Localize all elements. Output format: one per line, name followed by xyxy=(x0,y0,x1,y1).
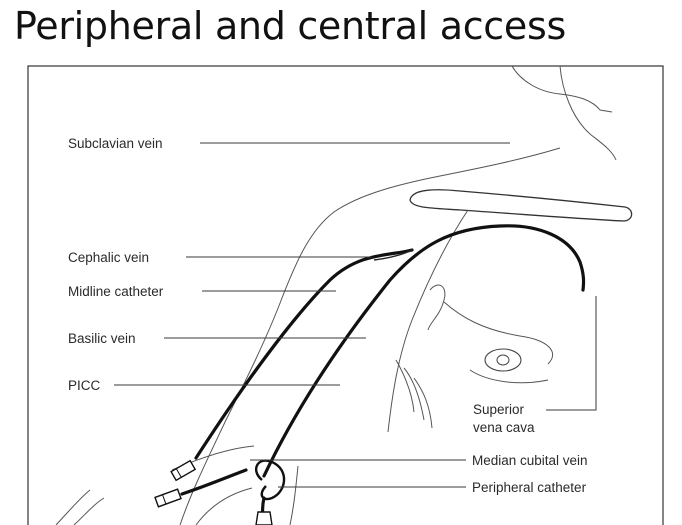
median-cubital-loop xyxy=(255,459,286,501)
label-midline-catheter: Midline catheter xyxy=(68,284,164,299)
muscle-line-2 xyxy=(403,367,425,421)
midline-catheter-hub xyxy=(170,459,197,482)
chest-outline-2 xyxy=(443,301,554,365)
slide-title: Peripheral and central access xyxy=(14,4,566,48)
forearm-outline-bottom xyxy=(195,487,253,525)
clavicle xyxy=(409,189,633,222)
muscle-line-1 xyxy=(395,359,415,413)
label-peripheral-catheter: Peripheral catheter xyxy=(472,480,587,495)
nipple-inner xyxy=(496,354,510,366)
label-cephalic-vein: Cephalic vein xyxy=(68,250,149,265)
shoulder-outline xyxy=(179,147,561,525)
midline-catheter xyxy=(194,248,414,460)
nipple-outer xyxy=(484,348,522,372)
peripheral-catheter-tube xyxy=(180,468,248,496)
diagram-frame xyxy=(27,65,664,525)
cephalic-vein-line xyxy=(373,249,413,261)
neck-front-outline xyxy=(559,65,617,161)
armpit-outline xyxy=(387,209,469,433)
muscle-line-3 xyxy=(413,377,433,429)
label-superior-vena-cava-line2: vena cava xyxy=(473,420,535,435)
label-subclavian-vein: Subclavian vein xyxy=(68,136,163,151)
peripheral-catheter-hub xyxy=(154,488,182,508)
picc-hub xyxy=(255,511,273,525)
label-superior-vena-cava-line1: Superior xyxy=(473,402,525,417)
picc-catheter xyxy=(262,224,586,478)
hand-line-2 xyxy=(73,497,105,525)
label-picc: PICC xyxy=(68,378,101,393)
label-basilic-vein: Basilic vein xyxy=(68,331,136,346)
superior-vena-cava-leader xyxy=(546,296,597,411)
elbow-crease xyxy=(289,465,299,525)
chest-lower-outline xyxy=(469,369,549,384)
label-median-cubital-vein: Median cubital vein xyxy=(472,453,588,468)
neck-outline xyxy=(511,65,613,113)
chest-outline-1 xyxy=(427,284,446,331)
hand-line-1 xyxy=(55,489,91,525)
